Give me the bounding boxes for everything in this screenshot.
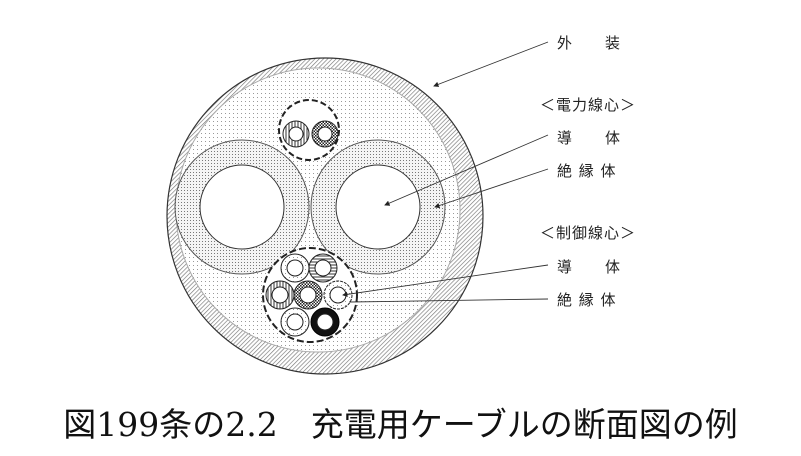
label-power-insulation: 絶 縁 体 <box>557 162 617 180</box>
control-core-group-bottom <box>262 247 358 343</box>
leader-power-conductor <box>384 134 549 206</box>
power-core-left <box>174 139 310 275</box>
leader-lines <box>342 41 549 303</box>
power-core-right <box>310 139 446 275</box>
label-power-conductor: 導 体 <box>557 129 622 147</box>
label-control-core-heading: ＜制御線心＞ <box>540 224 637 242</box>
figure-caption: 図199条の2.2 充電用ケーブルの断面図の例 <box>63 405 738 444</box>
leader-control-conductor <box>342 264 549 298</box>
leader-power-insulation <box>434 168 549 209</box>
leader-sheath <box>433 41 549 87</box>
label-power-core-heading: ＜電力線心＞ <box>540 96 637 114</box>
label-control-insulation: 絶 縁 体 <box>557 291 617 309</box>
control-core-group-top <box>278 99 340 161</box>
leader-control-insulation <box>349 298 549 303</box>
label-sheath: 外 装 <box>557 34 622 52</box>
label-control-conductor: 導 体 <box>557 258 622 276</box>
